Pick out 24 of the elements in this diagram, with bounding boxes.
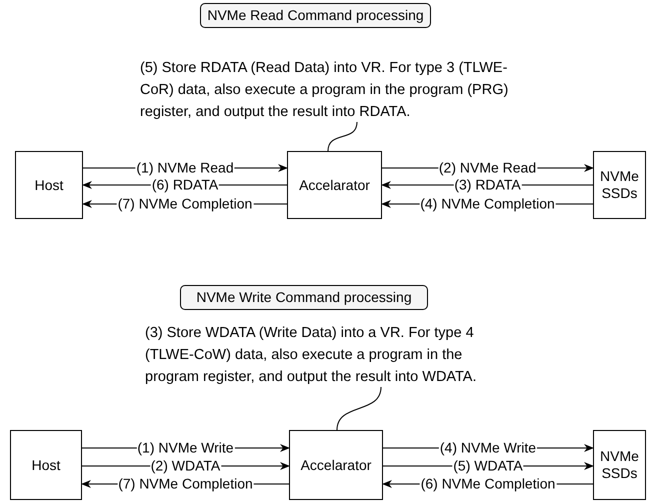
edge-label: (5) WDATA — [452, 458, 524, 474]
heading-box: NVMe Read Command processing — [200, 3, 431, 28]
leader-line — [328, 122, 358, 152]
leader-line — [336, 386, 382, 430]
host-box: Host — [10, 430, 82, 500]
edge-label: (4) NVMe Write — [438, 440, 538, 456]
heading-box: NVMe Write Command processing — [180, 285, 428, 310]
storage-box: NVMe SSDs — [593, 430, 646, 500]
edge-label: (6) RDATA — [150, 178, 220, 192]
edge-label: (4) NVMe Completion — [419, 196, 556, 212]
edge-label: (2) NVMe Read — [438, 160, 538, 176]
storage-box: NVMe SSDs — [593, 151, 646, 219]
edge-label: (1) NVMe Write — [136, 440, 235, 456]
edge-label: (1) NVMe Read — [135, 160, 235, 176]
accelerator-box: Accelarator — [287, 151, 382, 219]
edge-label: (2) WDATA — [150, 458, 222, 474]
host-box: Host — [15, 151, 83, 219]
edge-label: (7) NVMe Completion — [116, 196, 254, 212]
edge-label: (7) NVMe Completion — [117, 476, 254, 492]
annotation-text: (3) Store WDATA (Write Data) into a VR. For type 4 (TLWE-CoW) data, also execute a program in the program register, and output the result into WDATA. — [145, 320, 517, 390]
accelerator-box: Accelarator — [289, 430, 383, 500]
edge-label: (3) RDATA — [453, 178, 522, 192]
annotation-text: (5) Store RDATA (Read Data) into VR. For type 3 (TLWE-CoR) data, also execute a program in the program (PRG) register, and output the result into RDATA. — [140, 55, 535, 125]
edge-label: (6) NVMe Completion — [420, 476, 556, 492]
